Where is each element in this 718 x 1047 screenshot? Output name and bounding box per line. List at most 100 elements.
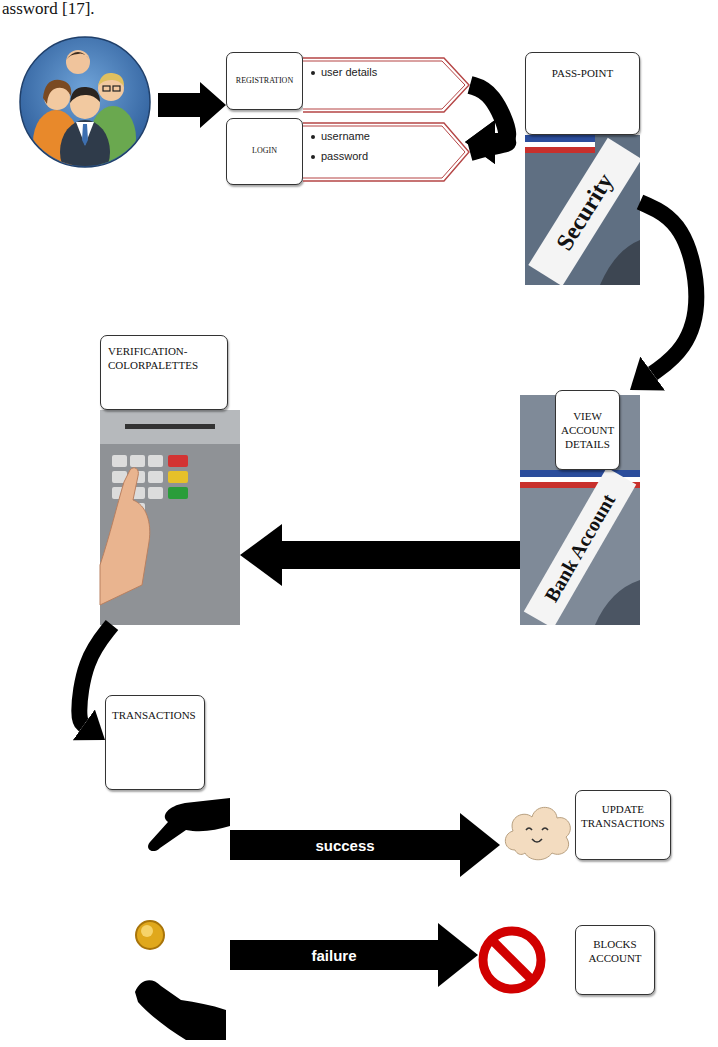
bullet-dot: [311, 71, 315, 75]
flow-arrow: [230, 830, 460, 860]
person-shirt: [76, 122, 94, 145]
bullet-list: username password: [303, 122, 470, 163]
process-node: UPDATE TRANSACTIONS: [500, 790, 671, 860]
clear-key: [168, 471, 188, 483]
flow-arrow: [470, 142, 507, 152]
arrow-label: failure: [308, 947, 359, 964]
coin: [136, 921, 164, 949]
no-sign-ring: [483, 931, 541, 989]
cloud-eye: [526, 828, 532, 830]
person-head: [66, 50, 90, 74]
key: [148, 471, 163, 483]
picture-shadow: [595, 580, 640, 625]
label-box: REGISTRATION: [226, 52, 303, 110]
process-node: REGISTRATION: [226, 52, 303, 110]
no-sign: [483, 931, 541, 989]
bullet-dot: [311, 135, 315, 139]
process-node: VIEW ACCOUNT DETAILS: [520, 390, 640, 625]
bullet-text: password: [321, 150, 368, 163]
person-hair: [70, 87, 100, 103]
cloud-eye: [542, 828, 548, 830]
cloud-shape: [505, 807, 570, 859]
node-label: REGISTRATION: [236, 76, 293, 86]
bank-picture: [520, 395, 640, 628]
person-tie: [82, 124, 88, 146]
label-box: VIEW ACCOUNT DETAILS: [555, 390, 620, 470]
node-label: LOGIN: [252, 146, 277, 156]
label-box: LOGIN: [226, 118, 303, 185]
no-sign-bar: [492, 940, 532, 980]
arrow-outline-inner: [303, 61, 465, 109]
arrow-label: success: [312, 837, 377, 854]
giving-hand: [148, 798, 230, 851]
block-arrow: [158, 82, 226, 128]
bullet-arrow-shape: username password: [303, 122, 470, 182]
cloud-smile: [532, 839, 542, 842]
arrow-outline-inner: [303, 126, 465, 178]
process-node: PASS-POINT: [525, 52, 640, 285]
bullet-item: user details: [311, 66, 470, 79]
node-label: VERIFICATION-COLORPALETTES: [108, 344, 198, 373]
picture-detail: [520, 468, 640, 625]
atm-body: [100, 410, 240, 625]
person-body: [60, 120, 110, 184]
flag-stripe: [525, 147, 595, 153]
person-hair: [43, 80, 71, 104]
bullet-dot: [311, 155, 315, 159]
person-hair: [66, 52, 90, 60]
node-label: VIEW ACCOUNT DETAILS: [561, 409, 614, 452]
process-node: VERIFICATION-COLORPALETTES: [100, 335, 240, 625]
receiving-hand: [135, 980, 226, 1040]
bullet-text: user details: [321, 66, 377, 79]
picture-shadow: [600, 240, 640, 285]
picture-detail: [525, 135, 640, 285]
cancel-key: [168, 455, 188, 467]
hand: [100, 468, 150, 605]
flow-arrow: [230, 940, 438, 970]
node-label: BLOCKS ACCOUNT: [588, 937, 641, 966]
bullet-arrow-shape: user details: [303, 57, 470, 113]
process-node: BLOCKS ACCOUNT: [478, 925, 655, 995]
flag-stripe: [525, 135, 595, 142]
payment-picture: [135, 798, 230, 1040]
people-figures: [33, 50, 136, 184]
paper-sheet: [528, 138, 640, 285]
label-box: TRANSACTIONS: [105, 695, 205, 790]
bullet-list: user details: [303, 57, 470, 79]
arrow-outline: [303, 57, 470, 113]
coin-shine: [141, 925, 153, 937]
atm-panel: [100, 410, 240, 444]
card-slot: [125, 424, 215, 429]
label-box: PASS-POINT: [525, 52, 640, 135]
arrow-outline-outer: [303, 58, 469, 112]
process-node: LOGIN: [226, 118, 303, 185]
happy-cloud: [505, 807, 570, 859]
node-label: TRANSACTIONS: [112, 708, 196, 722]
atm-picture: [100, 410, 240, 625]
bullet-text: username: [321, 130, 370, 143]
bullet-item: username: [311, 130, 470, 143]
person-glasses: [113, 86, 120, 91]
node-label: PASS-POINT: [552, 66, 613, 80]
bullet-item: password: [311, 150, 470, 163]
label-box: UPDATE TRANSACTIONS: [575, 790, 671, 860]
key: [112, 455, 127, 467]
key: [130, 455, 145, 467]
person-glasses: [103, 86, 110, 91]
flag-stripe: [520, 470, 640, 477]
security-picture: [525, 135, 642, 286]
process-node: TRANSACTIONS: [105, 695, 230, 1040]
key: [148, 455, 163, 467]
person-hair: [98, 73, 124, 86]
key: [148, 487, 163, 499]
flow-arrow: [282, 541, 520, 569]
flag-stripe: [525, 142, 595, 147]
body-text: assword [17].: [2, 0, 95, 18]
enter-key: [168, 487, 188, 499]
node-label: UPDATE TRANSACTIONS: [581, 802, 665, 831]
people-icon: [20, 37, 150, 184]
flow-arrow: [640, 202, 696, 374]
label-box: BLOCKS ACCOUNT: [575, 925, 655, 995]
label-box: VERIFICATION-COLORPALETTES: [100, 335, 228, 410]
